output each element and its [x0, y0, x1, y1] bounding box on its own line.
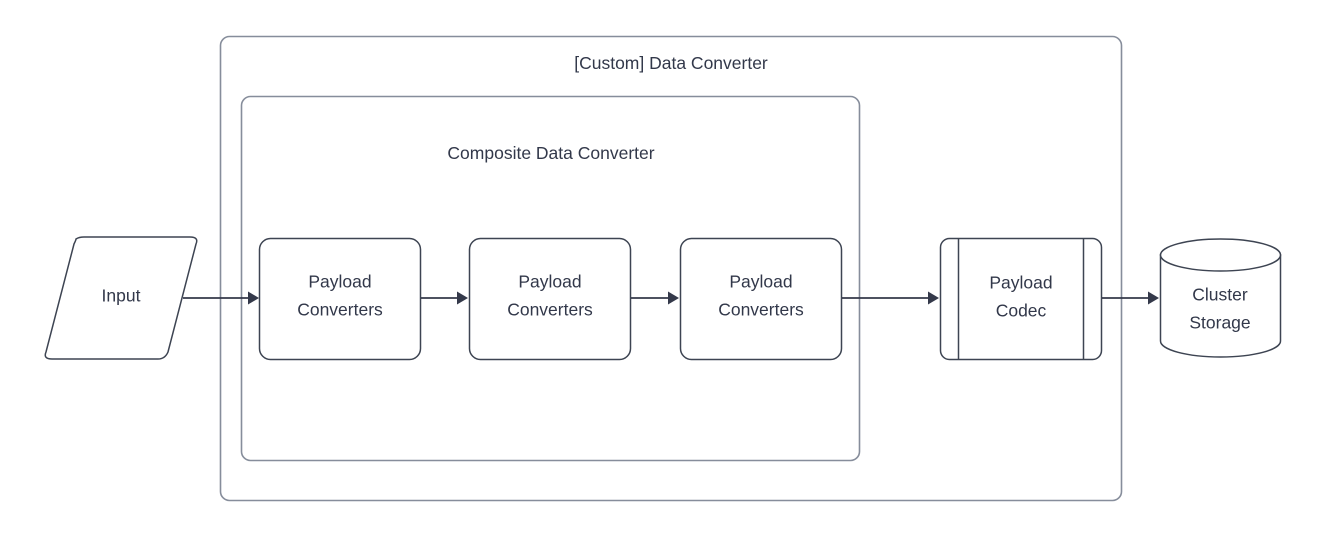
payload-codec-box [939, 237, 1103, 361]
converter-3-label-line-2: Converters [718, 300, 804, 320]
connector-converter-1-to-converter-2 [421, 291, 468, 305]
converter-3-box [679, 237, 843, 361]
node-payload-codec[interactable]: Payload Codec [939, 237, 1103, 361]
arrow-head-icon [928, 291, 939, 305]
cluster-storage-label-line-2: Storage [1189, 313, 1250, 333]
connector-converter-2-to-converter-3 [631, 291, 679, 305]
node-input[interactable]: Input [44, 236, 198, 360]
cluster-storage-label-line-1: Cluster [1192, 285, 1248, 305]
converter-2-box [468, 237, 632, 361]
converter-1-box [258, 237, 422, 361]
connector-payload-codec-to-cluster-storage [1102, 291, 1159, 305]
converter-2-label-line-1: Payload [518, 272, 581, 292]
node-payload-converters-3[interactable]: Payload Converters [679, 237, 843, 361]
arrow-head-icon [1148, 291, 1159, 305]
converter-1-label-line-2: Converters [297, 300, 383, 320]
payload-codec-label-line-2: Codec [996, 301, 1047, 321]
arrow-head-icon [668, 291, 679, 305]
converter-3-label-line-1: Payload [729, 272, 792, 292]
arrow-head-icon [248, 291, 259, 305]
arrow-head-icon [457, 291, 468, 305]
cluster-storage-body [1159, 254, 1282, 358]
outer-container-label: [Custom] Data Converter [574, 53, 768, 73]
node-payload-converters-1[interactable]: Payload Converters [258, 237, 422, 361]
connector-converter-3-to-payload-codec [842, 291, 939, 305]
node-payload-converters-2[interactable]: Payload Converters [468, 237, 632, 361]
cluster-storage-top-ellipse [1159, 238, 1282, 272]
connector-input-to-converter-1 [183, 291, 259, 305]
input-label: Input [102, 286, 141, 306]
node-cluster-storage[interactable]: Cluster Storage [1159, 238, 1282, 358]
inner-container-label: Composite Data Converter [447, 143, 654, 163]
payload-codec-label-line-1: Payload [989, 273, 1052, 293]
converter-1-label-line-1: Payload [308, 272, 371, 292]
input-parallelogram [44, 236, 198, 360]
converter-2-label-line-2: Converters [507, 300, 593, 320]
